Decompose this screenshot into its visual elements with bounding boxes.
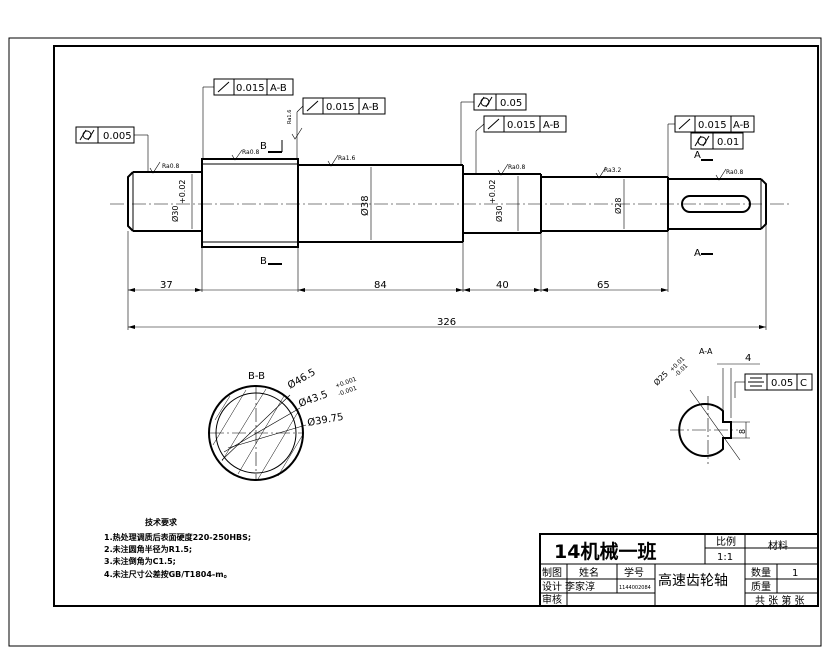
section-bb-label: B-B <box>248 371 265 382</box>
svg-text:Ra0.8: Ra0.8 <box>508 164 525 171</box>
dim-dia30-left-tol: +0.02 <box>178 179 187 204</box>
dim-bb-43-5: Ø43.5 <box>297 388 329 410</box>
inner-frame <box>53 45 819 607</box>
section-mark-a-top: A <box>694 150 701 161</box>
tolerance-frame-runout-4: 0.015 A-B <box>667 115 755 177</box>
svg-text:0.05: 0.05 <box>771 378 793 389</box>
svg-text:Ra0.8: Ra0.8 <box>162 163 179 170</box>
svg-text:0.05: 0.05 <box>500 98 522 109</box>
title-weight-label: 质量 <box>751 581 771 593</box>
tolerance-frame-cyl-left: 0.005 <box>75 126 149 172</box>
title-quantity-label: 数量 <box>751 566 771 579</box>
tolerance-frame-symmetry: 0.05 C <box>734 373 813 398</box>
keyway-slot <box>681 195 751 213</box>
dim-aa-8: 8 <box>738 429 747 434</box>
svg-text:A-B: A-B <box>543 120 560 131</box>
svg-text:C: C <box>800 378 807 389</box>
svg-text:0.015: 0.015 <box>326 102 355 113</box>
dim-dia30-left: Ø30 <box>170 206 180 222</box>
dim-bb-46-5: Ø46.5 <box>286 366 318 391</box>
dim-aa-4: 4 <box>745 353 751 364</box>
tolerance-frame-runout-2: 0.015 A-B <box>296 97 386 158</box>
tolerance-frame-runout-3: 0.015 A-B <box>475 115 567 174</box>
svg-text:Ra0.8: Ra0.8 <box>726 169 743 176</box>
tolerance-frame-cyl-right: 0.01 <box>690 132 744 150</box>
title-quantity-value: 1 <box>792 568 798 579</box>
section-aa-view <box>670 363 760 464</box>
title-part-name: 高速齿轮轴 <box>658 572 728 589</box>
tolerance-frame-cyl-mid: 0.05 <box>460 93 527 165</box>
dim-dia38: Ø38 <box>359 195 371 216</box>
title-scale-value: 1:1 <box>717 552 733 563</box>
title-block <box>539 533 819 607</box>
section-mark-a-bottom: A <box>694 248 701 259</box>
svg-text:0.015: 0.015 <box>236 83 265 94</box>
title-name-label: 姓名 <box>579 566 599 579</box>
dim-65: 65 <box>597 280 610 291</box>
svg-text:Ra1.6: Ra1.6 <box>338 155 355 162</box>
notes-item-2: 2.未注圆角半径为R1.5; <box>104 544 192 554</box>
svg-text:0.005: 0.005 <box>103 131 132 142</box>
dim-84: 84 <box>374 280 387 291</box>
title-student-no-label: 学号 <box>624 566 644 579</box>
dim-dia28: Ø28 <box>613 198 623 214</box>
tolerance-frame-runout-1: 0.015 A-B <box>202 78 294 159</box>
dim-dia30-mid-tol: +0.02 <box>488 179 497 204</box>
title-scale-label: 比例 <box>716 535 736 548</box>
svg-text:A-B: A-B <box>270 83 287 94</box>
title-designer-name: 李家淳 <box>565 580 595 593</box>
roughness-symbols: Ra0.8 Ra0.8 Ra1.6 Ra0.8 Ra3.2 Ra0.8 Ra1.… <box>149 110 743 181</box>
svg-text:A-B: A-B <box>733 120 750 131</box>
notes-item-3: 3.未注倒角为C1.5; <box>104 556 176 566</box>
section-aa-label: A-A <box>699 347 713 356</box>
length-dimensions <box>127 224 767 330</box>
title-sheets-label: 共 张 第 张 <box>755 594 805 607</box>
svg-text:Ra3.2: Ra3.2 <box>604 167 621 174</box>
dim-dia30-mid: Ø30 <box>494 206 504 222</box>
svg-text:0.015: 0.015 <box>507 120 536 131</box>
notes-heading: 技术要求 <box>145 517 178 527</box>
title-material-label: 材料 <box>768 539 788 552</box>
title-class-name: 14机械一班 <box>554 540 656 563</box>
dim-37: 37 <box>160 280 173 291</box>
dim-aa-dia: Ø25 <box>651 369 670 388</box>
dim-40: 40 <box>496 280 509 291</box>
section-mark-b-bottom: B <box>260 256 267 267</box>
dim-bb-39-75: Ø39.75 <box>306 411 344 429</box>
svg-text:0.01: 0.01 <box>717 137 739 148</box>
svg-text:A-B: A-B <box>362 102 379 113</box>
dim-326: 326 <box>437 317 456 328</box>
title-drawn-label: 制图 <box>542 566 562 579</box>
outer-frame <box>8 37 822 647</box>
title-designer-label: 设计 <box>542 580 562 593</box>
shaft-outline <box>127 158 767 248</box>
section-mark-b-top: B <box>260 141 267 152</box>
svg-text:Ra1.6: Ra1.6 <box>287 110 293 124</box>
title-review-label: 审核 <box>542 593 562 606</box>
svg-text:Ra0.8: Ra0.8 <box>242 149 259 156</box>
svg-text:0.015: 0.015 <box>698 120 727 131</box>
title-student-no: 1144002084 <box>619 585 651 591</box>
notes-item-4: 4.未注尺寸公差按GB/T1804-m。 <box>104 569 232 579</box>
notes-item-1: 1.热处理调质后表面硬度220-250HBS; <box>104 532 251 542</box>
section-bb-view <box>208 385 307 481</box>
